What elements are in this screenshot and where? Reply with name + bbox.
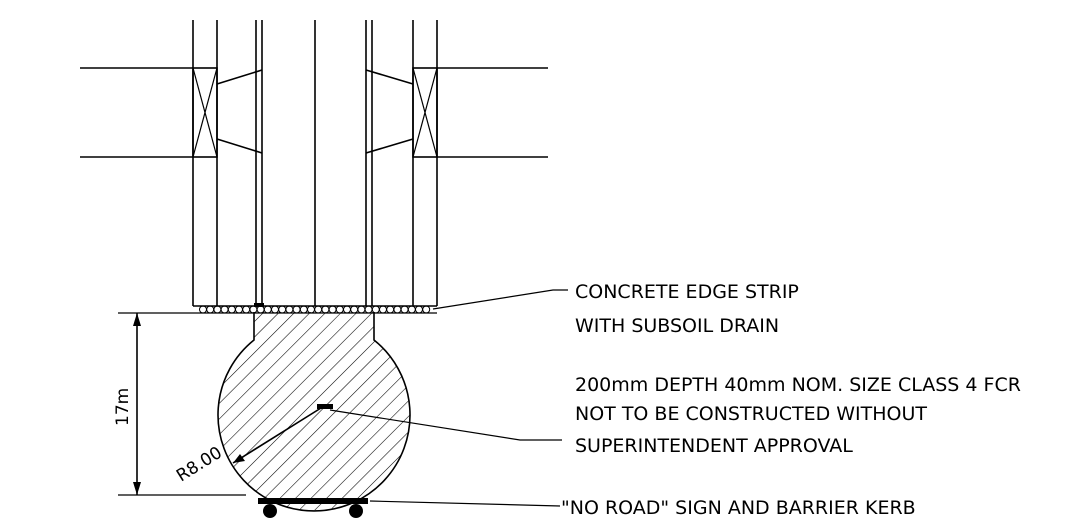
drain-circle: [271, 305, 279, 314]
drain-circle: [299, 305, 308, 314]
note-fcr-line3: SUPERINTENDENT APPROVAL: [575, 435, 853, 457]
left-crossing-box: [192, 67, 218, 158]
drain-circle: [364, 305, 373, 314]
drain-circle: [415, 305, 423, 314]
cross-road: [80, 67, 548, 158]
drain-circle: [292, 305, 301, 314]
drain-circle: [235, 305, 243, 314]
concrete-edge-strip: [195, 305, 437, 314]
drain-circle: [220, 305, 229, 314]
note-fcr-line1: 200mm DEPTH 40mm NOM. SIZE CLASS 4 FCR: [575, 374, 1021, 396]
drain-circle: [285, 305, 294, 314]
edge-strip-leader: [432, 289, 568, 310]
drain-circle: [307, 305, 315, 314]
drain-circle: [400, 305, 409, 314]
drain-circle: [422, 305, 431, 314]
note-edge-strip-line2: WITH SUBSOIL DRAIN: [575, 315, 779, 337]
drain-circle: [371, 305, 380, 314]
drain-circle: [263, 305, 272, 314]
height-dimension: [118, 312, 246, 496]
right-crossing-box: [412, 67, 438, 158]
drain-circle: [379, 305, 387, 314]
road-corridor: [192, 20, 438, 306]
radius-label: R8.00: [173, 443, 226, 486]
drain-circle: [227, 305, 236, 314]
note-edge-strip-line1: CONCRETE EDGE STRIP: [575, 281, 799, 303]
radius-leader: [232, 407, 322, 464]
drain-circle: [213, 305, 222, 314]
splay-lines: [216, 69, 414, 154]
drain-circle: [242, 305, 251, 314]
drain-circle: [328, 305, 337, 314]
drain-circle: [256, 305, 265, 314]
drain-circle: [249, 305, 258, 314]
barrier-kerb: [258, 498, 368, 518]
drain-circle: [314, 305, 323, 314]
note-sign-kerb: "NO ROAD" SIGN AND BARRIER KERB: [561, 497, 916, 519]
drain-circle: [206, 305, 215, 314]
turning-head-centre: [317, 404, 333, 409]
drain-circle: [199, 305, 207, 314]
drain-circle: [343, 305, 351, 314]
turning-head: [217, 312, 411, 512]
note-fcr-line2: NOT TO BE CONSTRUCTED WITHOUT: [575, 403, 927, 425]
drain-outlet: [254, 303, 264, 307]
drain-circle: [321, 305, 330, 314]
drain-circle: [357, 305, 366, 314]
drain-circle: [386, 305, 395, 314]
drain-circle: [393, 305, 402, 314]
drain-circle: [350, 305, 359, 314]
drain-circle: [407, 305, 416, 314]
drain-circle: [335, 305, 344, 314]
fcr-leader: [329, 409, 562, 441]
kerb-leader: [369, 500, 561, 507]
height-label: 17m: [113, 388, 133, 426]
drain-circle: [278, 305, 287, 314]
subsoil-drain-circles: [199, 305, 431, 314]
